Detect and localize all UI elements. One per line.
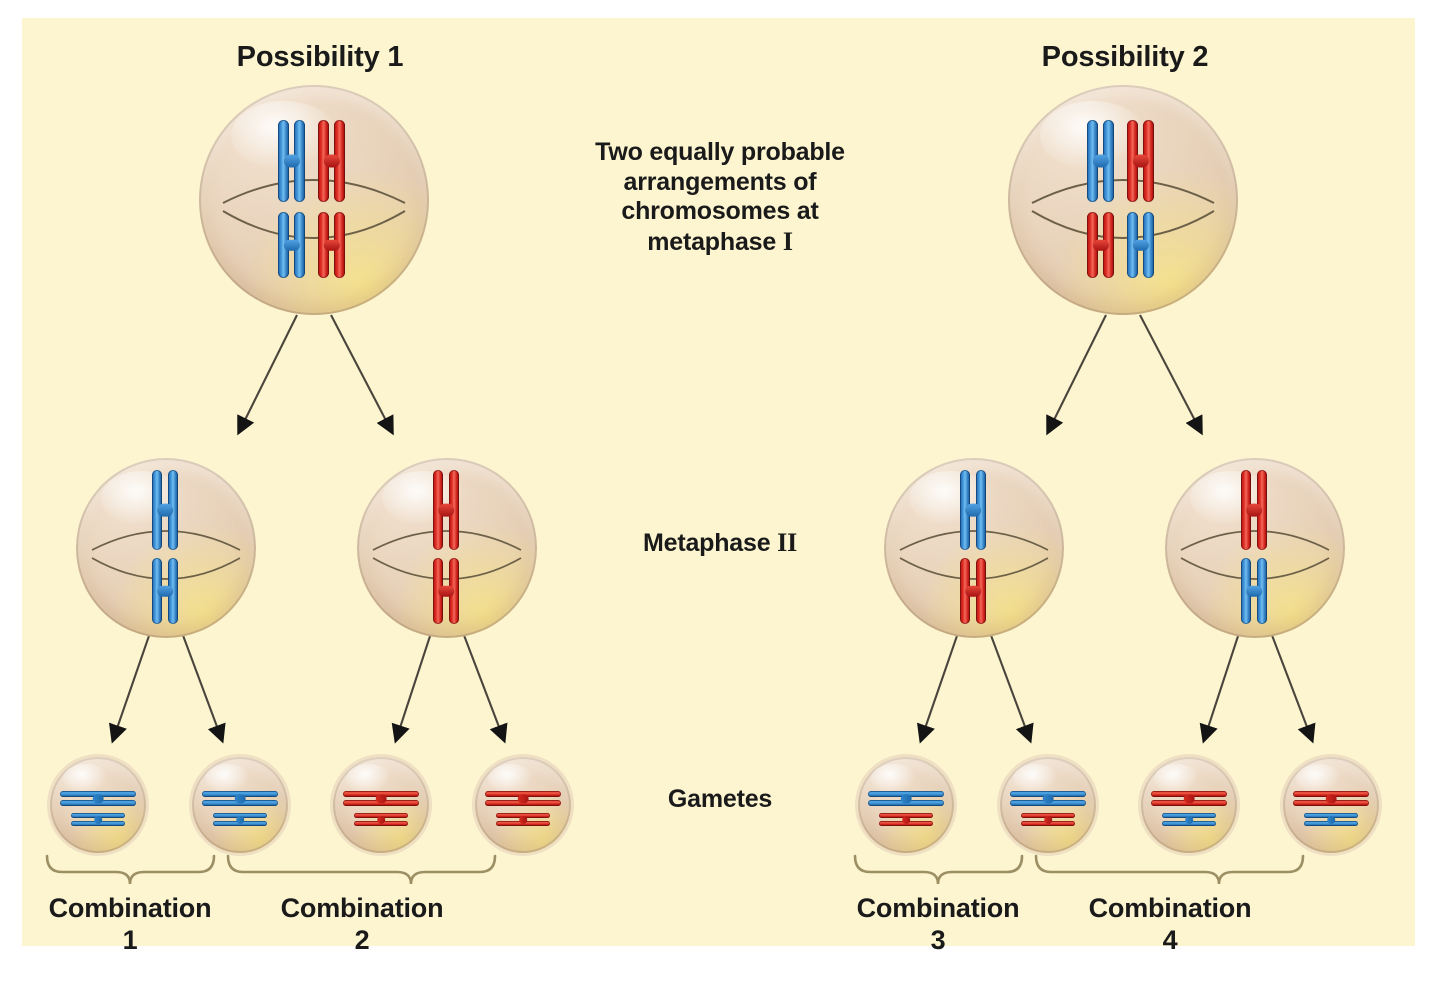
chromosome-long-m2-3 [960, 470, 986, 550]
gamete-chromosome-short-1 [71, 813, 125, 826]
combination-1-number: 1 [122, 924, 138, 955]
heading-possibility-2: Possibility 2 [1041, 41, 1209, 73]
chromosome-short-m2-1 [152, 558, 178, 624]
chromosome-red-short-1 [318, 212, 345, 278]
chromosome-short-m2-2 [433, 558, 459, 624]
combination-3-number: 3 [930, 924, 946, 955]
cell-highlight [1154, 763, 1199, 793]
note-line-4-word: metaphase [647, 227, 777, 256]
gamete-chromosome-long-1 [60, 791, 136, 806]
note-line-2: arrangements of [623, 167, 817, 196]
spindle-fibers [1031, 179, 1215, 239]
gamete-chromosome-short-7 [1162, 813, 1216, 826]
chromosome-blue-short-2 [1127, 212, 1154, 278]
chromosome-blue-long-1 [278, 120, 305, 202]
gamete-cell-6 [1000, 757, 1096, 853]
gamete-chromosome-long-6 [1010, 791, 1086, 806]
chromosome-long-m2-1 [152, 470, 178, 550]
combination-2-number: 2 [354, 924, 370, 955]
chromosome-short-m2-3 [960, 558, 986, 624]
note-line-3: chromosomes at [621, 197, 819, 225]
gamete-chromosome-long-7 [1151, 791, 1227, 806]
gamete-chromosome-long-5 [868, 791, 944, 806]
cell-highlight [63, 763, 108, 793]
gamete-cell-3 [333, 757, 429, 853]
gamete-chromosome-short-6 [1021, 813, 1075, 826]
label-combination-2: Combination 2 [242, 893, 482, 957]
cell-metaphase-I-possibility-2 [1008, 85, 1238, 315]
cell-metaphase-I-possibility-1 [199, 85, 429, 315]
label-combination-3: Combination 3 [818, 893, 1058, 957]
combination-2-word: Combination [280, 893, 444, 923]
gamete-cell-1 [50, 757, 146, 853]
label-metaphase-II: Metaphase II [570, 528, 870, 559]
combination-4-number: 4 [1162, 924, 1178, 955]
chromosome-red-long-1 [318, 120, 345, 202]
chromosome-red-long-2 [1127, 120, 1154, 202]
cell-highlight [205, 763, 250, 793]
label-gametes: Gametes [667, 785, 773, 813]
chromosome-red-short-2 [1087, 212, 1114, 278]
cell-metaphase-II-4 [1165, 458, 1345, 638]
gamete-chromosome-long-2 [202, 791, 278, 806]
cell-highlight [1013, 763, 1058, 793]
gamete-cell-2 [192, 757, 288, 853]
cell-highlight [1296, 763, 1341, 793]
cell-highlight [346, 763, 391, 793]
gamete-chromosome-long-3 [343, 791, 419, 806]
cell-rim [199, 85, 429, 315]
cell-rim [1008, 85, 1238, 315]
metaphase-I-note: Two equally probable arrangements of chr… [525, 138, 915, 257]
cell-highlight [871, 763, 916, 793]
cell-metaphase-II-2 [357, 458, 537, 638]
chromosome-long-m2-4 [1241, 470, 1267, 550]
note-line-4: metaphase I [525, 227, 915, 258]
spindle-fibers [222, 179, 406, 239]
gamete-chromosome-short-5 [879, 813, 933, 826]
chromosome-blue-long-2 [1087, 120, 1114, 202]
chromosome-blue-short-1 [278, 212, 305, 278]
combination-3-word: Combination [856, 893, 1020, 923]
gamete-cell-4 [475, 757, 571, 853]
gamete-chromosome-long-4 [485, 791, 561, 806]
chromosome-short-m2-4 [1241, 558, 1267, 624]
gamete-chromosome-short-2 [213, 813, 267, 826]
combination-4-word: Combination [1088, 893, 1252, 923]
chromosome-long-m2-2 [433, 470, 459, 550]
gamete-chromosome-short-3 [354, 813, 408, 826]
cell-metaphase-II-3 [884, 458, 1064, 638]
gamete-chromosome-short-8 [1304, 813, 1358, 826]
metaphase-II-word: Metaphase [642, 529, 771, 557]
gamete-chromosome-short-4 [496, 813, 550, 826]
heading-possibility-1: Possibility 1 [236, 41, 404, 73]
note-line-4-numeral: I [782, 226, 793, 256]
label-combination-1: Combination 1 [10, 893, 250, 957]
gamete-cell-8 [1283, 757, 1379, 853]
note-line-1: Two equally probable [595, 138, 845, 166]
cell-metaphase-II-1 [76, 458, 256, 638]
gamete-cell-5 [858, 757, 954, 853]
combination-1-word: Combination [48, 893, 212, 923]
cell-highlight [488, 763, 533, 793]
metaphase-II-numeral: II [777, 528, 797, 557]
gamete-cell-7 [1141, 757, 1237, 853]
label-combination-4: Combination 4 [1050, 893, 1290, 957]
gamete-chromosome-long-8 [1293, 791, 1369, 806]
